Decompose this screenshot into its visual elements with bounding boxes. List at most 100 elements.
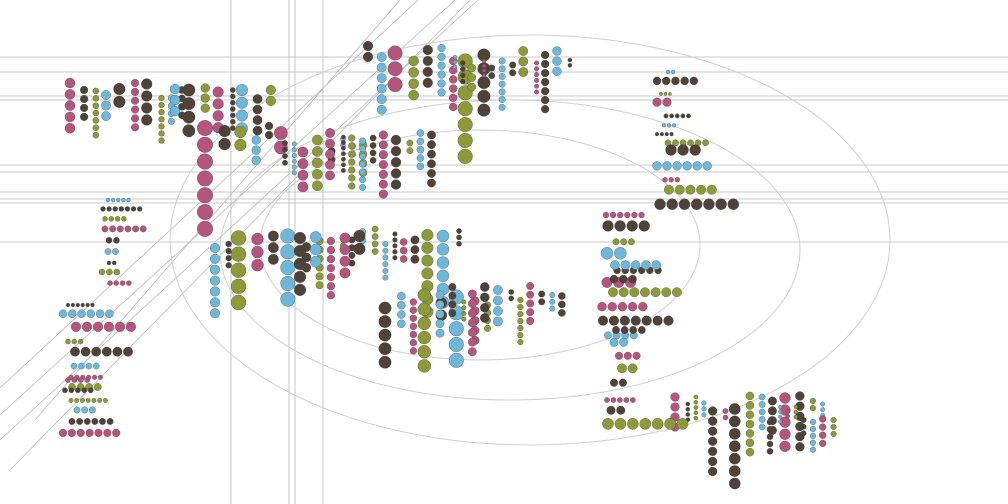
glyph-dot — [795, 391, 805, 401]
glyph-dot — [252, 115, 263, 125]
glyph-dot — [182, 83, 196, 97]
glyph-dot — [728, 428, 741, 440]
glyph-dot — [484, 324, 492, 332]
glyph-dot — [382, 274, 389, 281]
glyph-dot — [274, 126, 288, 140]
glyph-dot — [745, 438, 755, 448]
glyph-dot — [113, 237, 120, 244]
glyph-dot — [664, 418, 676, 430]
glyph-dot — [427, 149, 436, 159]
glyph-dot — [436, 269, 450, 282]
glyph-dot — [101, 90, 111, 100]
glyph-dot — [297, 158, 309, 169]
glyph-dot — [809, 439, 816, 446]
glyph-dot — [795, 442, 805, 452]
glyph-dot — [326, 245, 335, 255]
glyph-dot — [819, 415, 827, 423]
glyph-dot — [408, 55, 419, 67]
glyph-dot — [421, 254, 434, 267]
glyph-dot — [378, 355, 392, 369]
glyph-dot — [534, 66, 540, 72]
glyph-dot — [112, 428, 121, 437]
glyph-dot — [265, 95, 276, 106]
glyph-dot — [105, 197, 111, 203]
glyph-dot — [409, 347, 418, 355]
glyph-dot — [809, 404, 816, 412]
glyph-dot — [291, 164, 297, 170]
glyph-dot — [508, 289, 514, 295]
glyph-dot — [353, 229, 366, 243]
glyph-dot — [158, 94, 165, 102]
glyph-dot — [212, 86, 224, 98]
glyph-dot — [437, 70, 446, 79]
glyph-dot — [325, 170, 335, 181]
glyph-dot — [669, 132, 674, 137]
glyph-dot — [615, 351, 623, 360]
glyph-dot — [468, 289, 477, 299]
glyph-dot — [80, 103, 89, 112]
glyph-dot — [75, 387, 81, 393]
glyph-dot — [767, 396, 777, 406]
glyph-dot — [702, 139, 709, 147]
glyph-dot — [662, 97, 672, 107]
glyph-dot — [90, 302, 95, 308]
glyph-dot — [637, 326, 646, 334]
glyph-dot — [101, 111, 111, 121]
glyph-dot — [623, 397, 630, 403]
glyph-dot — [728, 440, 741, 452]
glyph-dot — [600, 247, 614, 260]
glyph-dot — [671, 76, 680, 86]
glyph-dot — [526, 282, 535, 290]
glyph-dot — [437, 52, 446, 61]
glyph-dot — [498, 57, 506, 65]
glyph-dot — [448, 309, 457, 318]
glyph-dot — [376, 73, 387, 83]
glyph-dot — [745, 391, 755, 401]
glyph-dot — [236, 84, 248, 96]
glyph-dot — [427, 130, 436, 140]
glyph-dot — [282, 140, 288, 146]
glyph-dot — [369, 142, 377, 149]
glyph-dot — [467, 73, 477, 82]
glyph-dot — [517, 332, 524, 339]
glyph-dot — [674, 184, 685, 195]
glyph-dot — [98, 268, 106, 276]
glyph-dot — [158, 109, 165, 116]
glyph-dot — [378, 179, 388, 189]
glyph-dot — [728, 452, 741, 465]
glyph-dot — [800, 430, 807, 437]
glyph-dot — [630, 315, 641, 326]
glyph-dot — [359, 153, 366, 160]
glyph-dot — [131, 114, 140, 123]
glyph-dot — [422, 55, 433, 66]
glyph-dot — [468, 318, 477, 328]
glyph-dot — [638, 220, 650, 232]
glyph-dot — [141, 114, 153, 126]
glyph-dot — [92, 109, 100, 117]
glyph-dot — [604, 397, 610, 403]
glyph-dot — [766, 448, 774, 455]
glyph-dot — [416, 137, 425, 146]
glyph-dot — [392, 255, 398, 261]
glyph-dot — [457, 132, 473, 148]
glyph-dot — [435, 290, 445, 300]
glyph-dot — [382, 267, 389, 274]
glyph-dot — [107, 280, 113, 286]
glyph-dot — [422, 77, 433, 88]
glyph-dot — [397, 301, 406, 310]
glyph-dot — [399, 255, 408, 263]
glyph-dot — [131, 79, 140, 87]
glyph-dot — [392, 237, 398, 243]
glyph-dot — [131, 87, 140, 96]
glyph-dot — [326, 273, 335, 282]
glyph-dot — [819, 423, 827, 431]
glyph-dot — [449, 75, 458, 84]
glyph-dot — [436, 243, 450, 256]
glyph-dot — [341, 156, 346, 162]
glyph-dot — [437, 79, 446, 88]
glyph-dot — [312, 180, 323, 192]
glyph-dot — [672, 139, 679, 147]
glyph-dot — [230, 230, 247, 246]
glyph-dot — [766, 426, 774, 433]
glyph-dot — [73, 406, 81, 414]
